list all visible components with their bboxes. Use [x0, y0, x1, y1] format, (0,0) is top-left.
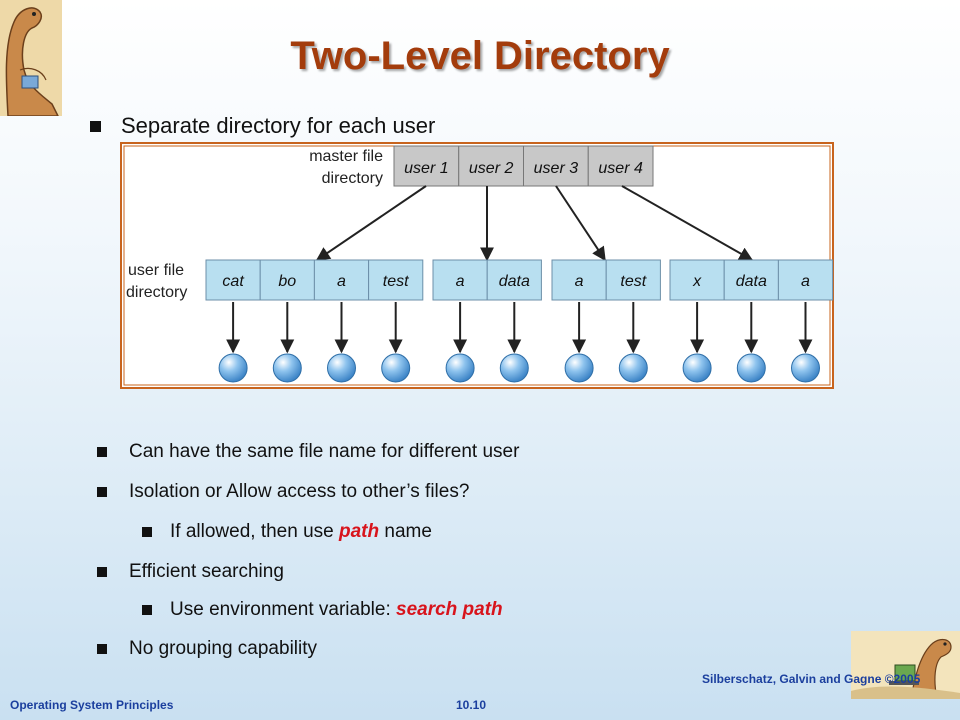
master-directory-cell	[393, 145, 460, 187]
bullet-item: Use environment variable: search path	[142, 599, 503, 621]
bullet-text-part: Can have the same file name for differen…	[129, 441, 520, 462]
bullet-text: If allowed, then use path name	[170, 521, 432, 543]
file-node	[381, 353, 411, 383]
user-directory-entry: a	[337, 273, 346, 290]
user-directory-cell	[368, 259, 424, 301]
user-directory-entry: test	[620, 273, 646, 290]
bullet-text-part: name	[379, 521, 432, 542]
bullet-square-icon	[97, 487, 107, 497]
user-directory-entry: bo	[278, 273, 296, 290]
main-bullet: Separate directory for each user	[90, 113, 435, 139]
file-node	[682, 353, 712, 383]
bullet-text: Use environment variable: search path	[170, 599, 503, 621]
directory-pointer-arrow	[315, 185, 427, 261]
file-node	[327, 353, 356, 383]
user-directory-cell	[432, 259, 488, 301]
user-directory-cell	[551, 259, 607, 301]
user-directory-entry: a	[575, 273, 584, 290]
bullet-text: Can have the same file name for differen…	[129, 441, 519, 463]
bullet-square-icon	[97, 447, 107, 457]
user-directory-entry: cat	[222, 273, 244, 290]
file-node	[618, 353, 648, 383]
bullet-item: Isolation or Allow access to other’s fil…	[97, 481, 469, 503]
main-bullet-text: Separate directory for each user	[121, 113, 436, 138]
master-directory-label-line1: master file	[309, 148, 383, 165]
bullet-item: No grouping capability	[97, 638, 317, 660]
user-directory-cell	[313, 259, 370, 301]
file-node	[791, 353, 820, 383]
dinosaur-laptop-logo-icon	[851, 631, 960, 699]
user-directory-label-line2: directory	[126, 284, 187, 301]
master-directory-cell	[587, 145, 654, 187]
file-node	[736, 353, 766, 383]
directory-pointer-arrow	[621, 185, 754, 261]
master-directory-cell	[523, 145, 589, 187]
user-directory-cell	[259, 259, 315, 301]
bullet-text-part: Efficient searching	[129, 561, 284, 582]
bullet-square-icon	[97, 644, 107, 654]
footer-authors: Silberschatz, Galvin and Gagne ©2005	[702, 672, 921, 686]
user-directory-entry: a	[801, 273, 810, 290]
master-directory-label-line2: directory	[322, 170, 383, 187]
bullet-square-icon	[142, 527, 152, 537]
bullet-square-icon	[97, 567, 107, 577]
master-directory-entry: user 3	[534, 160, 579, 177]
user-directory-entry: a	[456, 273, 465, 290]
two-level-directory-diagram: master file directory user file director…	[120, 142, 834, 389]
bullet-item: Efficient searching	[97, 561, 284, 583]
bullet-text-part: Use environment variable:	[170, 599, 396, 620]
file-node	[218, 353, 248, 383]
user-directory-cell	[777, 259, 834, 301]
user-directory-entry: data	[736, 273, 767, 290]
user-directory-entry: test	[383, 273, 409, 290]
bullet-text: No grouping capability	[129, 638, 317, 660]
file-node	[499, 353, 529, 383]
user-directory-cell	[486, 259, 542, 301]
master-directory-entry: user 2	[469, 160, 514, 177]
footer-course: Operating System Principles	[10, 698, 174, 712]
user-directory-label-line1: user file	[128, 262, 184, 279]
bullet-text-part: If allowed, then use	[170, 521, 339, 542]
user-directory-entry: data	[499, 273, 530, 290]
bullet-text-part: No grouping capability	[129, 638, 318, 659]
page-title: Two-Level Directory	[290, 34, 670, 78]
file-node	[445, 353, 475, 383]
bullet-item: If allowed, then use path name	[142, 521, 432, 543]
master-directory-entry: user 4	[598, 160, 643, 177]
user-directory-cell	[205, 259, 261, 301]
user-directory-cell	[605, 259, 661, 301]
highlighted-term: search path	[396, 599, 503, 620]
directory-pointer-arrow	[555, 185, 606, 262]
bullet-text-part: Isolation or Allow access to other’s fil…	[129, 481, 470, 502]
bullet-item: Can have the same file name for differen…	[97, 441, 519, 463]
bullet-square-icon	[90, 120, 101, 132]
dinosaur-logo-icon	[0, 0, 62, 116]
highlighted-term: path	[339, 521, 380, 542]
user-directory-cell	[723, 259, 779, 301]
user-directory-cell	[669, 259, 725, 301]
bullet-square-icon	[142, 605, 152, 615]
file-node	[564, 353, 594, 383]
bullet-text: Efficient searching	[129, 561, 284, 583]
bullet-text: Isolation or Allow access to other’s fil…	[129, 481, 469, 503]
footer-slide-number: 10.10	[456, 698, 487, 712]
file-node	[272, 353, 302, 383]
master-directory-entry: user 1	[404, 160, 448, 177]
user-directory-entry: x	[692, 273, 702, 290]
